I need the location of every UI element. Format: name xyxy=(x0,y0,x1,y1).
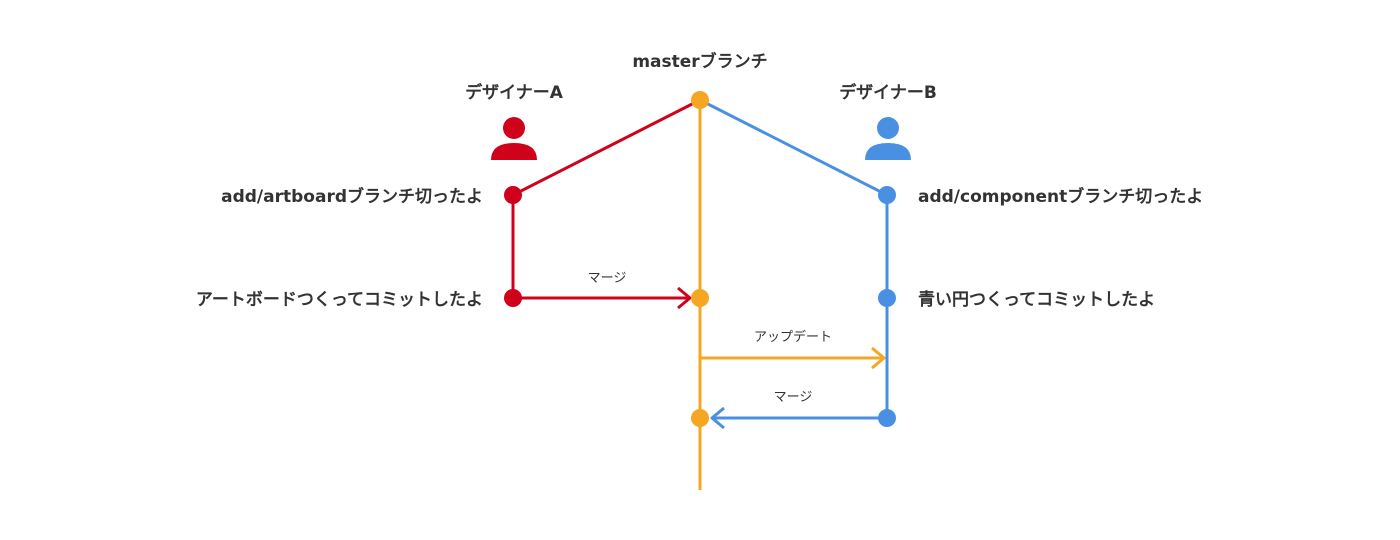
merge-b-arrow-label: マージ xyxy=(774,390,813,405)
designer-b-branch-node xyxy=(878,186,896,204)
master-merge-a-node xyxy=(691,289,709,307)
update-b-arrow-label: アップデート xyxy=(754,329,832,345)
designer-a-name: デザイナーA xyxy=(465,82,564,103)
designer-b-merge-node xyxy=(878,409,896,427)
merge-a-arrowhead xyxy=(677,286,692,310)
master-branch-title: masterブランチ xyxy=(632,51,767,72)
designer-a-branch-node xyxy=(504,186,522,204)
designer-b-name: デザイナーB xyxy=(839,82,937,103)
update-b-arrowhead xyxy=(871,346,886,370)
designer-b-commit-node xyxy=(878,289,896,307)
designer-b-branch-line xyxy=(699,98,889,418)
merge-a-arrow-label: マージ xyxy=(588,271,627,286)
merge-b-arrowhead xyxy=(710,406,725,430)
designer-a-commit-label: アートボードつくってコミットしたよ xyxy=(196,290,483,310)
master-start-node xyxy=(691,91,709,109)
designer-a-branch-line xyxy=(511,98,701,298)
master-merge-b-node xyxy=(691,409,709,427)
user-icon xyxy=(865,117,911,160)
user-icon xyxy=(491,117,537,160)
designer-b-commit-label: 青い円つくってコミットしたよ xyxy=(918,289,1155,310)
designer-a-commit-node xyxy=(504,289,522,307)
designer-a-branch-label: add/artboardブランチ切ったよ xyxy=(221,186,483,207)
designer-b-branch-label: add/componentブランチ切ったよ xyxy=(918,186,1203,207)
